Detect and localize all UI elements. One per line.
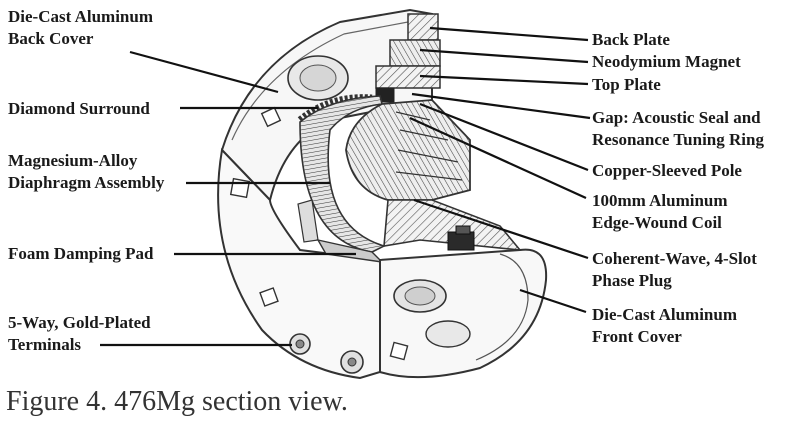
label-back-plate: Back Plate xyxy=(592,30,670,49)
label-back-cover: Die-Cast Aluminum Back Cover xyxy=(8,7,153,48)
magnet-stack-shape xyxy=(375,13,441,103)
label-coil: 100mm Aluminum Edge-Wound Coil xyxy=(592,191,728,232)
label-diamond-surround: Diamond Surround xyxy=(8,99,150,118)
pole-phase-plug-shape xyxy=(345,99,522,251)
label-terminals: 5-Way, Gold-Plated Terminals xyxy=(8,313,151,354)
label-phase-plug: Coherent-Wave, 4-Slot Phase Plug xyxy=(592,249,757,290)
leader-coil xyxy=(409,116,587,200)
leader-lines-right xyxy=(409,26,591,314)
label-front-cover: Die-Cast Aluminum Front Cover xyxy=(592,305,737,346)
leader-pole xyxy=(419,102,589,172)
figure-caption: Figure 4. 476Mg section view. xyxy=(6,386,348,417)
label-foam-pad: Foam Damping Pad xyxy=(8,244,154,263)
leader-back-plate xyxy=(429,26,589,42)
leader-phase-plug xyxy=(413,198,589,260)
coil-shape xyxy=(447,225,475,251)
label-magnet: Neodymium Magnet xyxy=(592,52,741,71)
leader-magnet xyxy=(419,48,589,64)
label-pole: Copper-Sleeved Pole xyxy=(592,161,742,180)
leader-top-plate xyxy=(419,74,589,86)
front-cover-shape xyxy=(379,248,548,379)
label-diaphragm: Magnesium-Alloy Diaphragm Assembly xyxy=(8,151,165,192)
label-gap: Gap: Acoustic Seal and Resonance Tuning … xyxy=(592,108,764,149)
terminals-shape xyxy=(289,333,364,374)
leader-lines-left xyxy=(100,50,356,347)
leader-gap xyxy=(411,92,591,120)
leader-back-cover xyxy=(129,50,279,94)
diaphragm-shape xyxy=(297,95,387,253)
label-top-plate: Top Plate xyxy=(592,75,661,94)
diamond-surround-shape xyxy=(297,94,373,123)
leader-front-cover xyxy=(519,288,587,314)
